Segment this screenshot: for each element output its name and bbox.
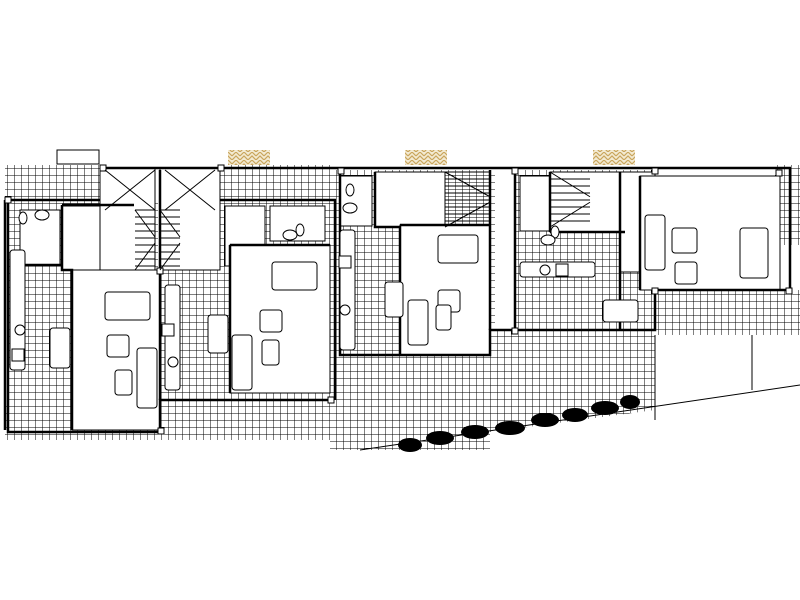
column (651, 287, 659, 295)
tiled-area (655, 290, 800, 335)
hedge-icon (495, 421, 525, 435)
coffee-table-icon (261, 339, 280, 366)
hedge-icon (531, 413, 559, 427)
room (519, 175, 551, 232)
column (511, 327, 519, 335)
site-line (654, 335, 753, 420)
staircase-icon (549, 171, 591, 228)
staircases (104, 169, 591, 271)
stove-icon (555, 263, 569, 277)
sofa-icon (644, 214, 666, 271)
kitchen-table-icon (207, 314, 229, 354)
armchair-icon (259, 309, 283, 333)
wall (338, 166, 792, 357)
sink-icon (540, 234, 556, 246)
counter-icon (339, 229, 356, 351)
column (157, 427, 165, 435)
walls (3, 164, 793, 435)
column (99, 164, 107, 172)
site-elements (56, 149, 800, 452)
tiled-area (165, 395, 330, 440)
wall (220, 198, 337, 400)
room (159, 167, 221, 271)
hedge-icon (461, 425, 489, 439)
stove-icon (338, 255, 352, 269)
brick-planter (405, 150, 447, 165)
stove-icon (161, 323, 175, 337)
column (156, 267, 164, 275)
room (549, 171, 626, 233)
dining-table-icon (437, 234, 479, 264)
sink-icon (342, 202, 358, 214)
sink-icon (282, 229, 298, 241)
column (327, 396, 335, 404)
sink-icon (14, 324, 26, 336)
counter-icon (9, 249, 26, 371)
dining-table-icon (602, 299, 639, 323)
sink-icon (34, 209, 50, 221)
toilet-icon (345, 183, 355, 197)
dining-table-icon (739, 227, 769, 279)
column (651, 167, 659, 175)
toilet-icon (295, 223, 305, 237)
column (217, 164, 225, 172)
sofa-icon (231, 334, 253, 391)
dining-table-icon (271, 261, 318, 291)
column (511, 167, 519, 175)
hedge-icon (591, 401, 619, 415)
room (269, 205, 326, 242)
sink-icon (339, 304, 351, 316)
sink-icon (167, 356, 179, 368)
column (785, 287, 793, 295)
sofa-icon (136, 347, 158, 409)
brick-planter (593, 150, 635, 165)
column (337, 167, 345, 175)
furniture (9, 183, 769, 409)
brick-planter (228, 150, 270, 165)
tiled-area (5, 165, 100, 200)
hedge-icon (562, 408, 588, 422)
hedge-icon (398, 438, 422, 452)
toilet-icon (18, 211, 28, 225)
column (4, 196, 12, 204)
column (775, 169, 783, 177)
coffee-table-icon (435, 304, 452, 331)
staircase-icon (134, 209, 156, 271)
kitchen-table-icon (49, 327, 71, 369)
tiled-area (220, 165, 335, 200)
room (339, 175, 373, 227)
armchair-icon (106, 334, 130, 358)
counter-icon (164, 284, 181, 391)
coffee-table-icon (671, 227, 698, 254)
bench (56, 149, 100, 165)
armchair-icon (674, 261, 698, 285)
staircase-icon (104, 169, 216, 211)
hedge-icon (620, 395, 640, 409)
staircase-icon (444, 171, 491, 228)
kitchen-table-icon (384, 281, 404, 318)
room (99, 167, 156, 271)
dining-table-icon (104, 291, 151, 321)
sink-icon (539, 264, 551, 276)
room (374, 171, 446, 228)
staircase-icon (159, 209, 181, 271)
hedge-icon (426, 431, 454, 445)
wall (60, 205, 74, 430)
stove-icon (11, 348, 25, 362)
coffee-table-icon (114, 369, 133, 396)
sofa-icon (407, 299, 429, 346)
